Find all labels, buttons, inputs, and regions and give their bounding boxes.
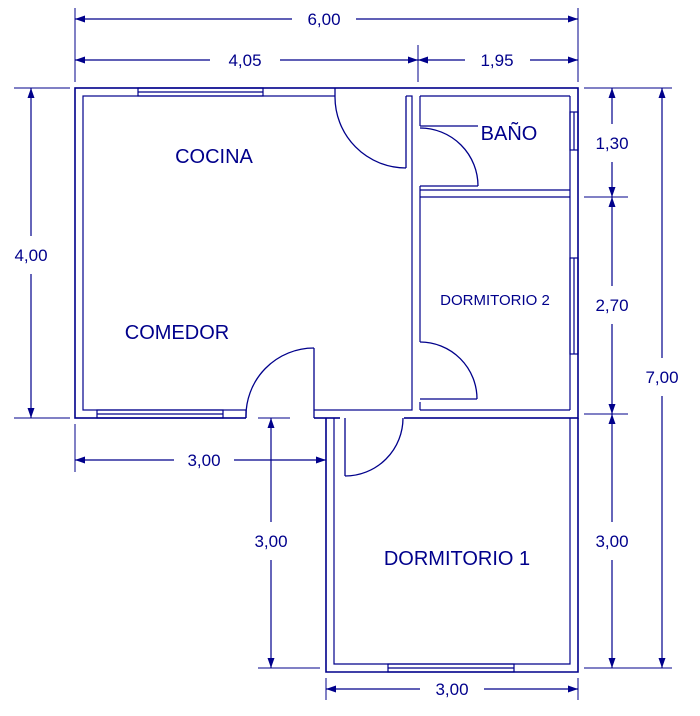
windows <box>96 87 579 673</box>
dimension-bottom-left-width: 3,00 <box>187 451 220 470</box>
extension-lines <box>14 8 672 700</box>
dimension-right-dormitorio-2: 2,70 <box>595 296 628 315</box>
dimension-lines <box>27 15 666 693</box>
dimension-dormitorio-1-height-left: 3,00 <box>254 532 287 551</box>
dimension-top-total: 6,00 <box>307 10 340 29</box>
room-label-cocina: COCINA <box>175 146 253 168</box>
room-label-comedor: COMEDOR <box>125 322 229 344</box>
dimension-right-total: 7,00 <box>645 368 678 387</box>
dimension-bottom-width: 3,00 <box>435 680 468 699</box>
doors <box>245 88 479 477</box>
room-label-dormitorio-1: DORMITORIO 1 <box>384 548 530 570</box>
dimension-right-bano: 1,30 <box>595 134 628 153</box>
room-label-dormitorio-2: DORMITORIO 2 <box>440 292 550 309</box>
walls <box>74 87 579 673</box>
room-label-bano: BAÑO <box>481 121 538 145</box>
dimension-left-height: 4,00 <box>14 246 47 265</box>
dimension-dormitorio-1-height-right: 3,00 <box>595 532 628 551</box>
dimension-top-right: 1,95 <box>480 51 513 70</box>
dimension-top-left: 4,05 <box>228 51 261 70</box>
